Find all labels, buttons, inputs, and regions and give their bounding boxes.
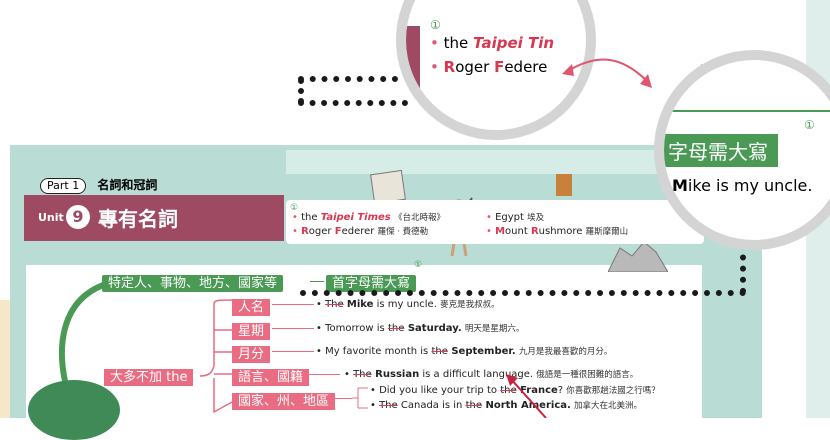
callout-dots [298,100,408,106]
magnifier-left-line1: • the Taipei Tin [430,34,555,52]
connector [272,304,314,305]
unit-number: 9 [66,205,90,229]
example-box: ① • the Taipei Times 《台北時報》 • Roger Fede… [286,200,704,244]
callout-dots [300,290,746,296]
example-egypt: • Egypt 埃及 [486,212,545,223]
part-pill: Part 1 [40,178,87,194]
newspaper-icon [370,169,406,205]
unit-label: Unit [38,211,64,224]
root-connector [310,281,324,282]
category-month: 月分 [232,343,271,363]
example-taipei-times: • the Taipei Times 《台北時報》 [292,212,445,223]
category-person-name: 人名 [232,296,271,316]
double-arrow-icon [562,58,652,88]
pointer-arrow-icon [506,374,547,418]
tree-root-blob [28,380,120,440]
part-header: Part 1 名詞和冠詞 [40,174,157,194]
magnifier-right-tag: 字母需大寫 [664,134,778,167]
callout-dots [740,210,746,294]
sentence-country-1: • Did you like your trip to the France? … [370,385,660,396]
connector [334,398,352,399]
sentence-language: • The Russian is a difficult language. 俄… [344,369,639,380]
callout-dots [298,78,304,104]
root-rule: 首字母需大寫 [326,272,417,292]
sub-bracket [352,387,368,409]
callout-dots [298,76,398,82]
sentence-weekday: • Tomorrow is the Saturday. 明天是星期六。 [316,323,525,334]
unit-title: 專有名詞 [98,207,178,231]
root-node: 特定人、事物、地方、國家等 [102,272,284,292]
unit-bar: Unit 9 專有名詞 [24,195,284,241]
connector [308,374,340,375]
magnifier-left-edge [406,26,420,96]
sentence-country-2: • The Canada is in the North America. 加拿… [370,400,642,411]
root-label: 特定人、事物、地方、國家等 [102,275,284,292]
connector [272,328,314,329]
example-badge: ① [290,203,299,213]
branch-node: 大多不加 the [104,366,194,386]
example-roger-federer: • Roger Federer 羅傑 · 費德勒 [292,226,429,237]
sentence-person-name: • The Mike is my uncle. 麥克是我叔叔。 [316,299,500,310]
tree-badge: ① [414,260,423,270]
magnifier-right-line: Mike is my uncle. [672,176,813,195]
magnifier-right-rule [664,110,830,112]
connector [272,351,314,352]
category-country: 國家、州、地區 [232,390,336,410]
magnifier-right: ① 字母需大寫 Mike is my uncle. [654,50,830,250]
category-weekday: 星期 [232,320,271,340]
category-language: 語言、國籍 [232,366,310,386]
branch-bracket [200,299,233,414]
magnifier-left-badge: ① [430,18,441,32]
magnifier-left-line2: • Roger Federe [430,58,548,76]
part-title: 名詞和冠詞 [97,178,158,192]
sentence-month: • My favorite month is the September. 九月… [316,346,613,357]
example-mount-rushmore: • Mount Rushmore 羅斯摩爾山 [486,226,629,237]
left-edge-strip [0,300,12,418]
magnifier-right-badge: ① [804,118,815,132]
